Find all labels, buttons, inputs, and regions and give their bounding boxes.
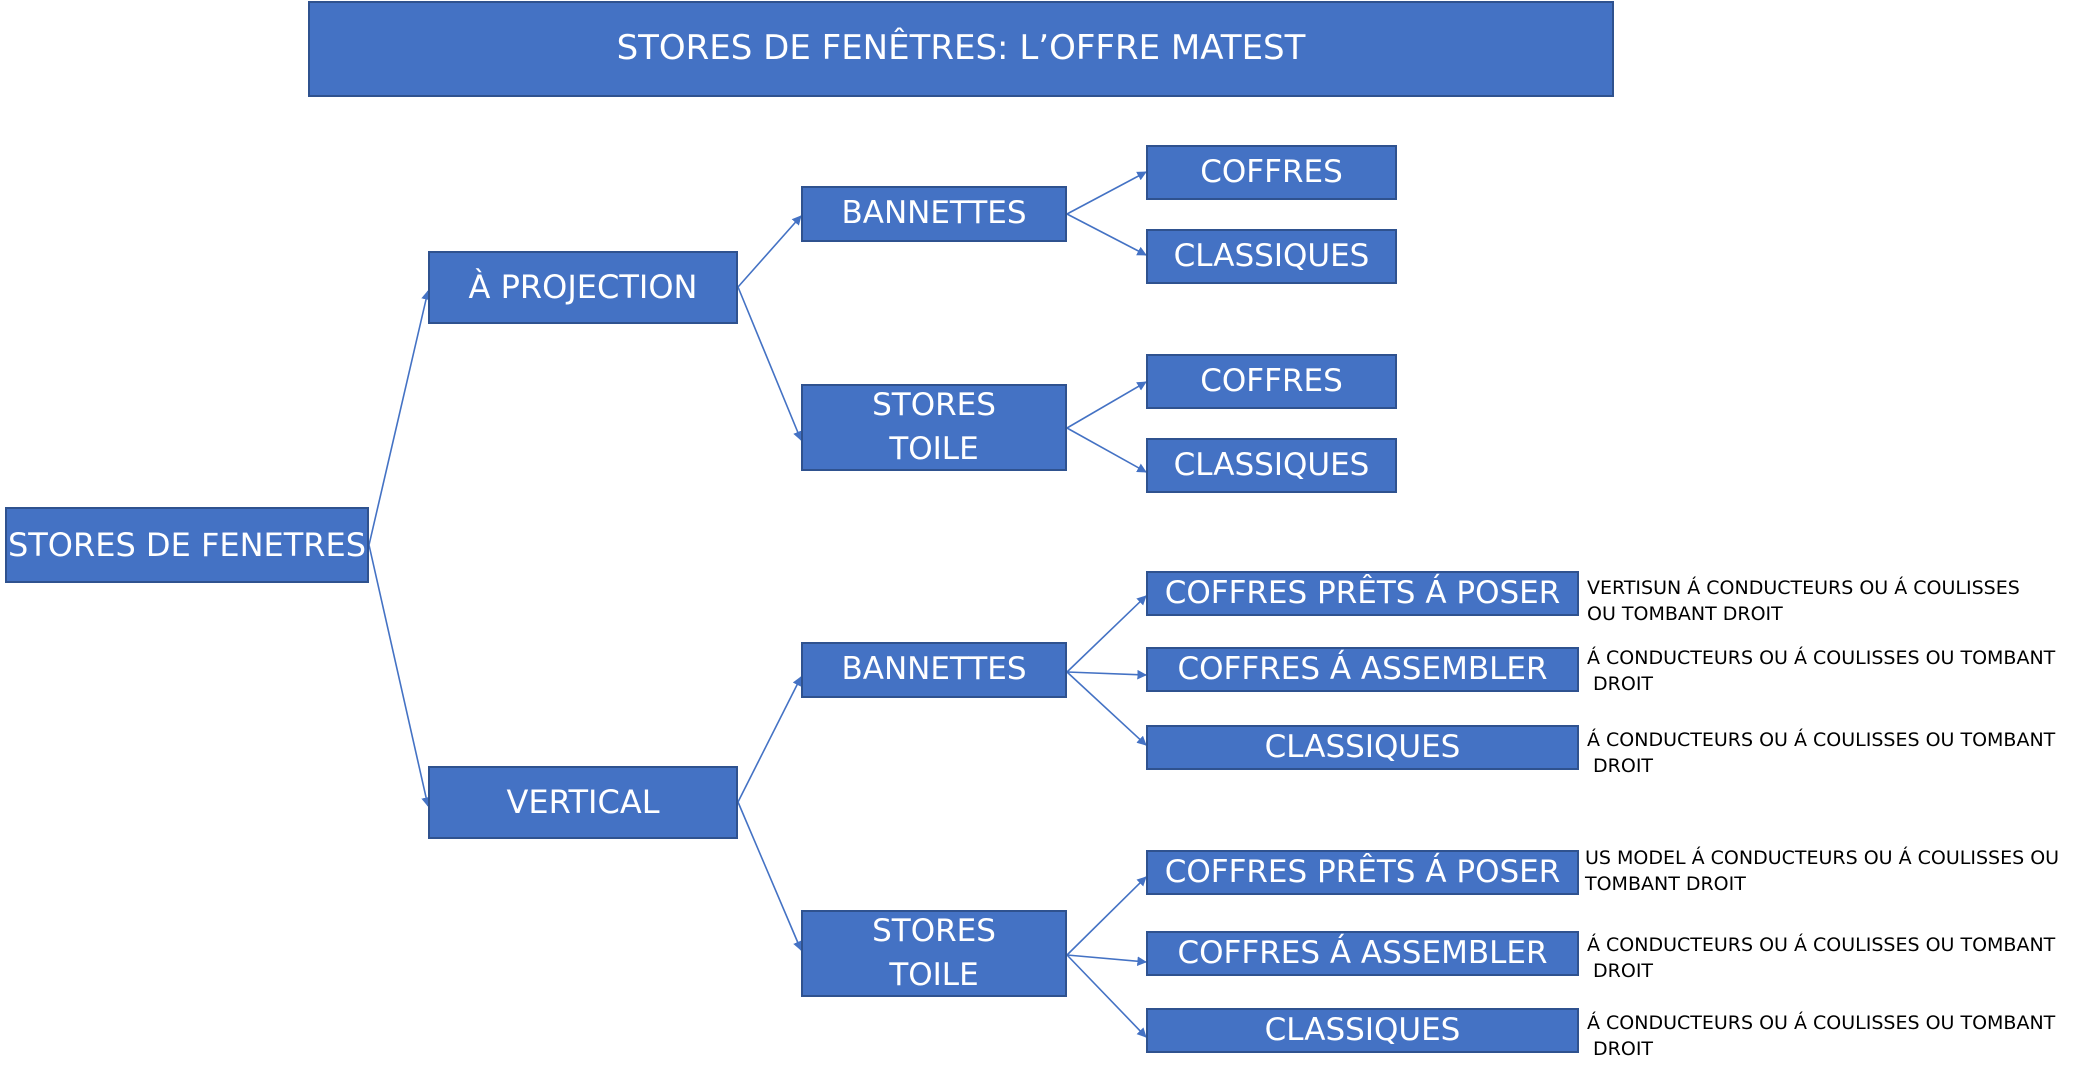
conn-vb-prets <box>1066 595 1147 673</box>
node-projection: À PROJECTION <box>428 251 738 324</box>
node-label-line2: TOILE <box>889 430 979 467</box>
note-vertical-toile-prets: US MODEL Á CONDUCTEURS OU Á COULISSES OU… <box>1585 847 2060 895</box>
leaf-vertical-toile-prets: COFFRES PRÊTS Á POSER <box>1146 850 1579 895</box>
leaf-projection-bannettes-classiques: CLASSIQUES <box>1146 229 1397 284</box>
node-vertical-stores-toile: STORES TOILE <box>801 910 1067 997</box>
conn-pt-coffres <box>1066 381 1147 429</box>
leaf-vertical-bannettes-classiques: CLASSIQUES <box>1146 725 1579 770</box>
node-projection-stores-toile: STORES TOILE <box>801 384 1067 471</box>
node-vertical-bannettes: BANNETTES <box>801 642 1067 698</box>
node-label-line2: TOILE <box>889 956 979 993</box>
node-projection-bannettes: BANNETTES <box>801 186 1067 242</box>
node-vertical: VERTICAL <box>428 766 738 839</box>
conn-pb-classiques <box>1066 213 1147 256</box>
conn-pt-classiques <box>1066 427 1147 473</box>
conn-vt-classiques <box>1066 954 1147 1038</box>
node-root: STORES DE FENETRES <box>5 507 369 583</box>
note-vertical-toile-classiques: Á CONDUCTEURS OU Á COULISSES OU TOMBANT … <box>1587 1012 2056 1060</box>
conn-projection-toile <box>737 286 803 441</box>
leaf-vertical-toile-classiques: CLASSIQUES <box>1146 1008 1579 1053</box>
note-vertical-bannettes-prets: VERTISUN Á CONDUCTEURS OU Á COULISSES OU… <box>1587 577 2020 625</box>
diagram-title: STORES DE FENÊTRES: L’OFFRE MATEST <box>308 1 1614 97</box>
node-label-line1: STORES <box>872 387 996 424</box>
conn-vertical-bannettes <box>737 676 802 803</box>
leaf-projection-toile-classiques: CLASSIQUES <box>1146 438 1397 493</box>
note-vertical-bannettes-assembler: Á CONDUCTEURS OU Á COULISSES OU TOMBANT … <box>1587 647 2056 695</box>
conn-vertical-toile <box>737 801 803 951</box>
conn-root-projection <box>368 290 431 546</box>
note-vertical-bannettes-classiques: Á CONDUCTEURS OU Á COULISSES OU TOMBANT … <box>1587 729 2056 777</box>
leaf-projection-toile-coffres: COFFRES <box>1146 354 1397 409</box>
leaf-vertical-bannettes-assembler: COFFRES Á ASSEMBLER <box>1146 647 1579 692</box>
note-vertical-toile-assembler: Á CONDUCTEURS OU Á COULISSES OU TOMBANT … <box>1587 934 2056 982</box>
node-label-line1: STORES <box>872 913 996 950</box>
conn-vb-assembler <box>1066 669 1147 680</box>
conn-vt-assembler <box>1066 954 1147 967</box>
conn-root-vertical <box>368 544 431 807</box>
conn-vb-classiques <box>1066 671 1147 746</box>
conn-projection-bannettes <box>737 215 802 288</box>
leaf-projection-bannettes-coffres: COFFRES <box>1146 145 1397 200</box>
conn-pb-coffres <box>1066 171 1147 215</box>
conn-vt-prets <box>1066 876 1147 956</box>
leaf-vertical-bannettes-prets: COFFRES PRÊTS Á POSER <box>1146 571 1579 616</box>
leaf-vertical-toile-assembler: COFFRES Á ASSEMBLER <box>1146 931 1579 976</box>
